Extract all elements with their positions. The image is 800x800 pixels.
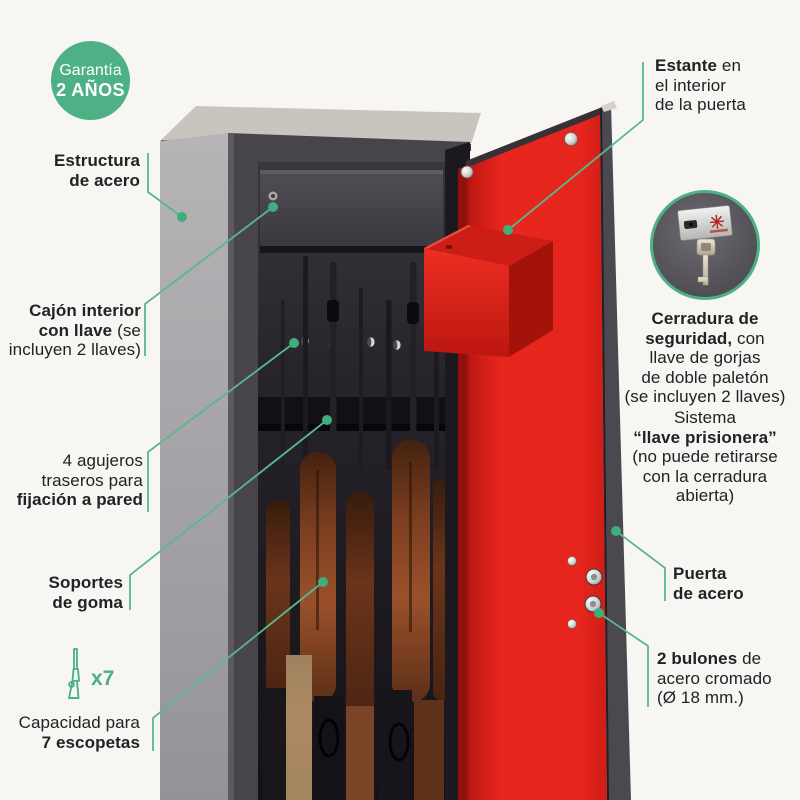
locking-bolts (567, 556, 603, 629)
leader-puerta (615, 530, 666, 601)
shotgun-icon (68, 648, 80, 699)
leader-agujeros (147, 342, 295, 512)
label-cajon: Cajón interior con llave (se incluyen 2 … (8, 301, 141, 359)
rubber-support-rack (258, 397, 445, 431)
shotgun-stocks (262, 440, 445, 800)
leader-capacidad (152, 581, 324, 751)
label-agujeros: 4 agujeros traseros para fijación a pare… (16, 451, 143, 509)
label-estructura: Estructura de acero (53, 151, 140, 190)
warranty-badge: Garantía 2 AÑOS (51, 41, 130, 120)
leader-lines (129, 62, 666, 751)
leader-dots (177, 202, 621, 618)
interior-drawer (260, 170, 443, 253)
capacity-indicator: x7 (62, 646, 114, 708)
key-in-lock-photo (650, 190, 760, 300)
warranty-text: Garantía (59, 61, 122, 79)
shotgun-barrels (281, 256, 439, 470)
leader-bulones (598, 612, 649, 707)
cabinet-interior (258, 162, 445, 800)
label-puerta: Puerta de acero (673, 564, 744, 603)
leader-estructura (147, 153, 183, 218)
key-icon (677, 205, 733, 286)
door-shelf (424, 225, 553, 357)
steel-door (424, 101, 631, 800)
label-cerradura: Cerradura de seguridad, con llave de gor… (624, 309, 786, 406)
leader-cajon (144, 206, 274, 356)
label-sistema: Sistema “llave prisionera” (no puede ret… (632, 408, 778, 505)
multiplier-label: x7 (91, 667, 115, 690)
label-estante: Estante en el interior de la puerta (655, 56, 746, 114)
warranty-years: 2 AÑOS (56, 79, 125, 100)
label-soportes: Soportes de goma (48, 573, 123, 612)
leader-soportes (129, 419, 328, 610)
label-bulones: 2 bulones de acero cromado (Ø 18 mm.) (657, 649, 772, 707)
label-capacidad: Capacidad para 7 escopetas (18, 713, 140, 752)
leader-estante (507, 62, 644, 231)
